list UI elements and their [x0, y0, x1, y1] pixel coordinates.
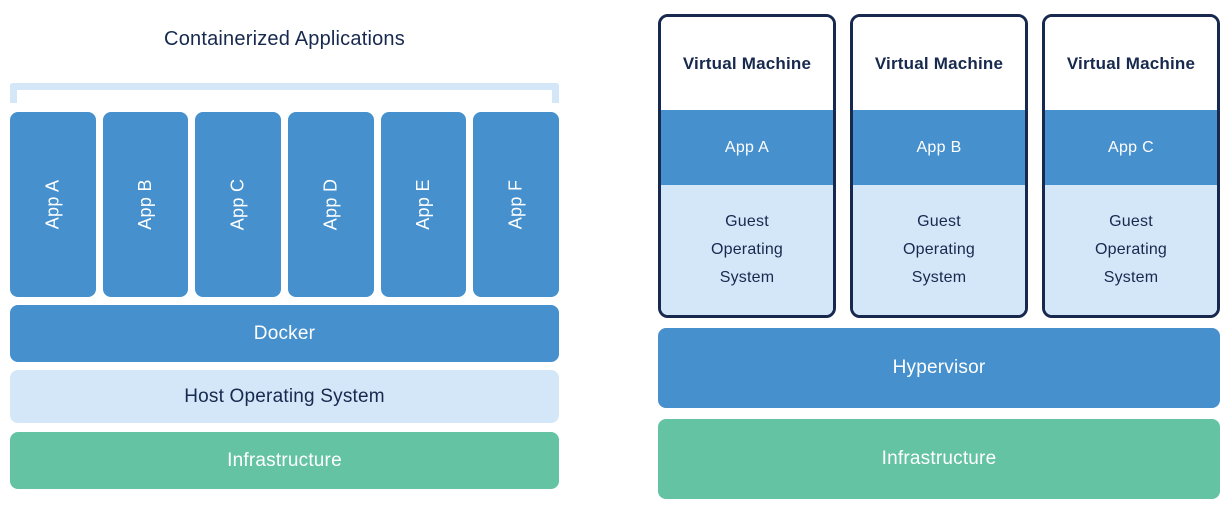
- container-app-f: App F: [473, 112, 560, 297]
- container-app-label: App C: [227, 178, 248, 231]
- vm-card-3: Virtual Machine App C Guest Operating Sy…: [1042, 14, 1220, 318]
- vms-panel: Virtual Machine App A Guest Operating Sy…: [658, 0, 1220, 512]
- hypervisor-layer: Hypervisor: [658, 328, 1220, 408]
- containers-title: Containerized Applications: [164, 28, 405, 50]
- vm-guest-os: Guest Operating System: [853, 185, 1025, 315]
- host-os-layer: Host Operating System: [10, 370, 559, 423]
- vm-guest-os: Guest Operating System: [1045, 185, 1217, 315]
- grouping-bracket: [10, 83, 559, 103]
- container-app-label: App B: [135, 179, 156, 230]
- container-app-label: App A: [42, 179, 63, 230]
- vm-card-1: Virtual Machine App A Guest Operating Sy…: [658, 14, 836, 318]
- vm-title: Virtual Machine: [1045, 17, 1217, 110]
- containers-panel: Containerized Applications App A App B A…: [10, 0, 560, 512]
- infrastructure-layer-right: Infrastructure: [658, 419, 1220, 499]
- vm-app-band: App A: [661, 110, 833, 185]
- container-app-c: App C: [195, 112, 282, 297]
- container-apps-row: App A App B App C App D App E App F: [10, 112, 560, 297]
- container-app-label: App D: [320, 178, 341, 231]
- infrastructure-layer-left: Infrastructure: [10, 432, 559, 489]
- vm-title: Virtual Machine: [853, 17, 1025, 110]
- container-app-label: App E: [413, 179, 434, 230]
- container-app-a: App A: [10, 112, 96, 297]
- vm-cards-row: Virtual Machine App A Guest Operating Sy…: [658, 14, 1220, 318]
- docker-layer: Docker: [10, 305, 559, 362]
- container-app-b: App B: [102, 112, 189, 297]
- vm-card-2: Virtual Machine App B Guest Operating Sy…: [850, 14, 1028, 318]
- vm-guest-os: Guest Operating System: [661, 185, 833, 315]
- container-app-e: App E: [380, 112, 467, 297]
- vm-app-band: App B: [853, 110, 1025, 185]
- vm-app-band: App C: [1045, 110, 1217, 185]
- vm-title: Virtual Machine: [661, 17, 833, 110]
- container-app-label: App F: [505, 179, 526, 230]
- container-app-d: App D: [288, 112, 374, 297]
